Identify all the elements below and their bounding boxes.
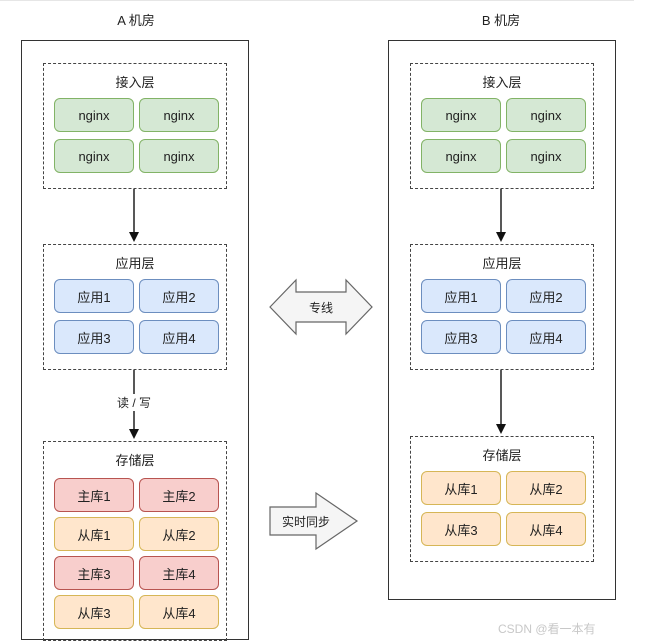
dc-a-title: A 机房: [117, 13, 155, 28]
dc-b-container: 接入层 nginx nginx nginx nginx 应用层 应用1 应用2 …: [388, 40, 616, 600]
dc-b-access-layer: 接入层 nginx nginx nginx nginx: [410, 63, 594, 189]
dc-b-storage-layer: 存储层 从库1 从库2 从库3 从库4: [410, 436, 594, 562]
dedicated-line-label: 专线: [308, 301, 333, 315]
dc-b-access-title: 接入层: [482, 75, 522, 90]
dc-a-nginx-2: nginx: [139, 98, 219, 132]
dc-a-app-4: 应用4: [139, 320, 219, 354]
dc-a-storage-layer: 存储层 主库1 主库2 从库1 从库2 主库3 主库4 从库3 从库4: [43, 441, 227, 641]
dc-a-app-3: 应用3: [54, 320, 134, 354]
dc-b-nginx-2: nginx: [506, 98, 586, 132]
dc-b-storage-title: 存储层: [482, 448, 522, 463]
dc-b-app-1: 应用1: [421, 279, 501, 313]
dc-a-master-4: 主库4: [139, 556, 219, 590]
top-rule: [0, 0, 634, 1]
dc-a-nginx-1: nginx: [54, 98, 134, 132]
dc-b-title: B 机房: [481, 13, 521, 28]
dc-b-replica-1: 从库1: [421, 471, 501, 505]
dc-a-storage-title: 存储层: [115, 453, 155, 468]
dc-a-app-1: 应用1: [54, 279, 134, 313]
dc-b-replica-3: 从库3: [421, 512, 501, 546]
dc-a-master-1: 主库1: [54, 478, 134, 512]
realtime-sync-label: 实时同步: [281, 515, 330, 529]
dc-b-app-4: 应用4: [506, 320, 586, 354]
dc-a-master-3: 主库3: [54, 556, 134, 590]
dc-a-replica-3: 从库3: [54, 595, 134, 629]
realtime-sync-arrow: [269, 491, 359, 551]
dc-b-app-title: 应用层: [482, 256, 522, 271]
dc-b-nginx-4: nginx: [506, 139, 586, 173]
dc-a-access-layer: 接入层 nginx nginx nginx nginx: [43, 63, 227, 189]
dc-b-replica-2: 从库2: [506, 471, 586, 505]
dc-a-app-2: 应用2: [139, 279, 219, 313]
dc-a-replica-2: 从库2: [139, 517, 219, 551]
dc-b-app-3: 应用3: [421, 320, 501, 354]
watermark: CSDN @看一本有: [498, 622, 596, 636]
dc-b-app-2: 应用2: [506, 279, 586, 313]
dc-a-access-title: 接入层: [115, 75, 155, 90]
dc-a-app-title: 应用层: [115, 256, 155, 271]
dc-a-nginx-4: nginx: [139, 139, 219, 173]
dc-a-nginx-3: nginx: [54, 139, 134, 173]
dc-b-nginx-1: nginx: [421, 98, 501, 132]
dc-a-replica-4: 从库4: [139, 595, 219, 629]
dc-a-replica-1: 从库1: [54, 517, 134, 551]
dc-a-rw-label: 读 / 写: [108, 394, 160, 411]
dc-a-app-layer: 应用层 应用1 应用2 应用3 应用4: [43, 244, 227, 370]
dc-a-container: 接入层 nginx nginx nginx nginx 应用层 应用1 应用2 …: [21, 40, 249, 641]
dc-a-master-2: 主库2: [139, 478, 219, 512]
dc-b-app-layer: 应用层 应用1 应用2 应用3 应用4: [410, 244, 594, 370]
dedicated-line-arrow: [269, 278, 373, 336]
dc-b-replica-4: 从库4: [506, 512, 586, 546]
dc-b-nginx-3: nginx: [421, 139, 501, 173]
